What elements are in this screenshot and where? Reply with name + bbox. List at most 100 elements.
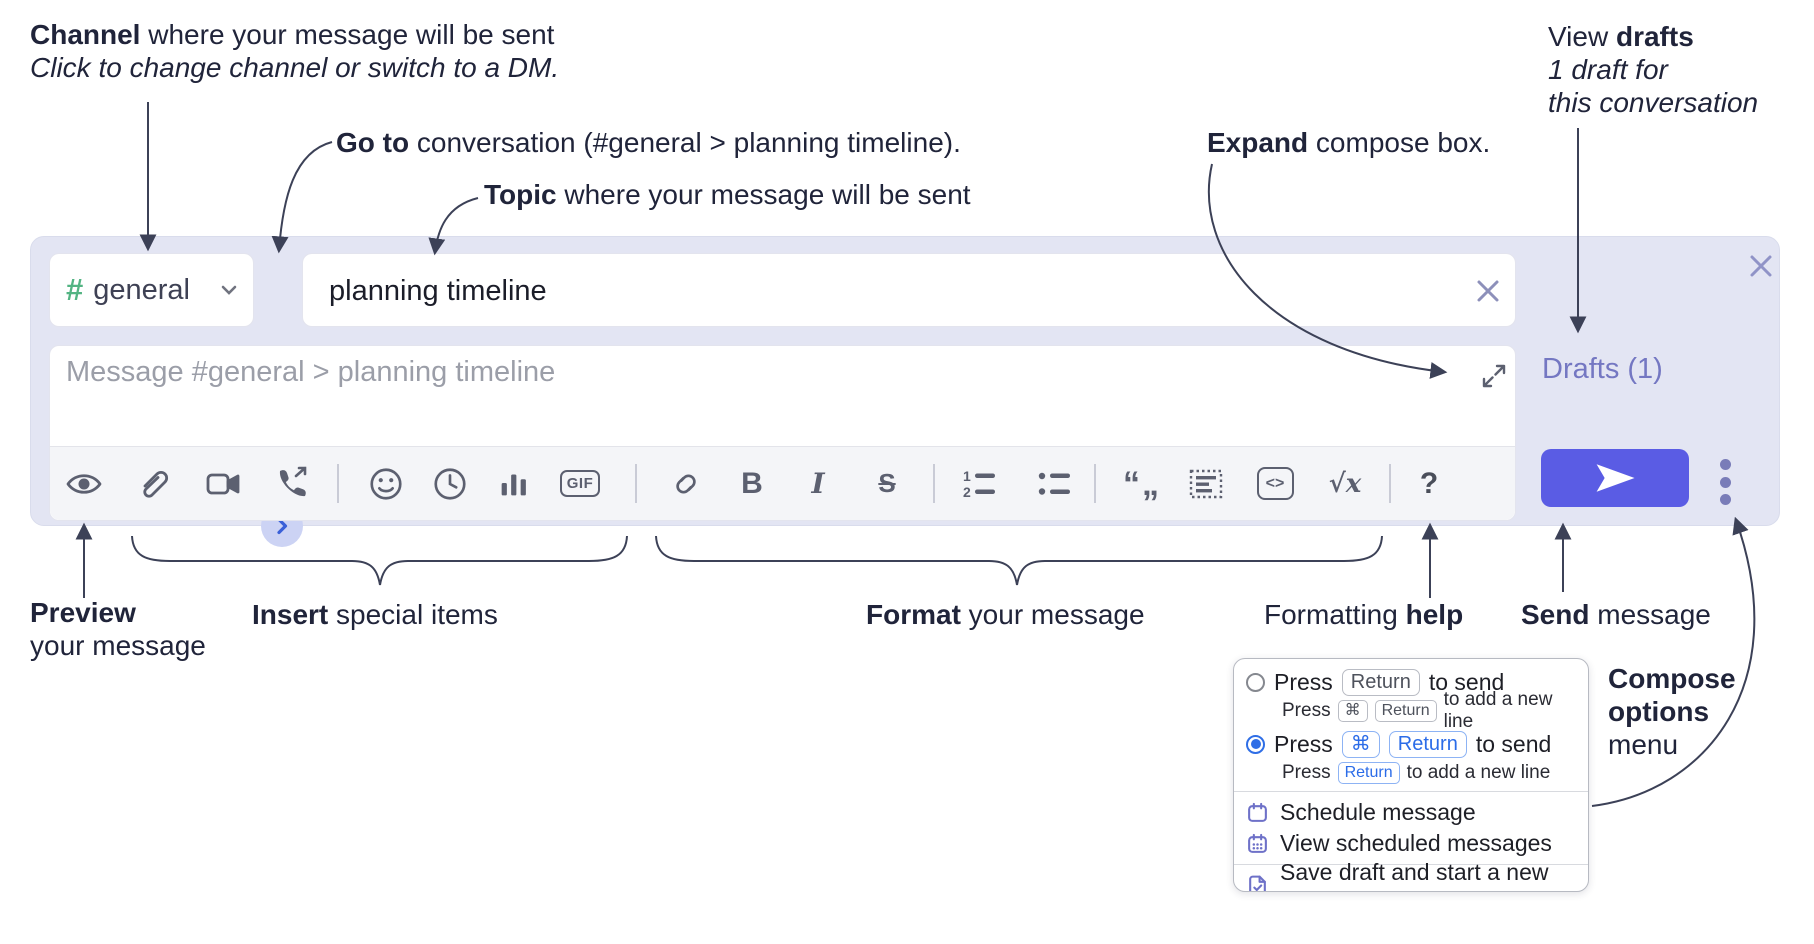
toolbar-divider: [635, 464, 637, 503]
toolbar-divider: [1389, 464, 1391, 503]
clear-topic-button[interactable]: [1472, 269, 1504, 313]
close-compose-button[interactable]: [1743, 248, 1779, 284]
popup-divider: [1234, 864, 1588, 865]
cmd-key: ⌘: [1341, 730, 1380, 758]
option-cmd-return-to-send[interactable]: Press ⌘ Return to send: [1246, 729, 1576, 759]
annotation-formatting-help: Formatting help: [1264, 599, 1464, 630]
svg-text:1: 1: [963, 468, 971, 484]
compose-options-menu-button[interactable]: [1703, 459, 1747, 505]
svg-text:2: 2: [963, 484, 971, 500]
chevron-down-icon: [219, 280, 239, 300]
annotation-compose-options: Compose options menu: [1608, 663, 1736, 760]
send-button[interactable]: [1541, 449, 1689, 507]
topic-input[interactable]: [327, 254, 1451, 328]
question-mark-icon: ?: [1419, 466, 1439, 500]
calendar-grid-icon: [1246, 832, 1269, 855]
spoiler-button[interactable]: [1184, 447, 1228, 520]
chevron-right-icon: [271, 515, 293, 537]
numbered-list-button[interactable]: 1 2: [958, 447, 1002, 520]
add-gif-button[interactable]: GIF: [558, 447, 602, 520]
drafts-link[interactable]: Drafts (1): [1542, 353, 1663, 385]
link-button[interactable]: [664, 447, 708, 520]
menu-item-schedule-message[interactable]: Schedule message: [1246, 797, 1576, 828]
add-poll-button[interactable]: [492, 447, 536, 520]
annotation-expand: Expand compose box.: [1207, 127, 1491, 158]
compose-options-popup: Press Return to send Press ⌘ Return to a…: [1233, 658, 1589, 892]
close-icon: [1750, 255, 1772, 277]
quote-button[interactable]: “„: [1120, 447, 1164, 520]
annotation-preview: Preview your message: [30, 597, 206, 661]
code-icon: <>: [1256, 467, 1294, 500]
link-icon: [676, 474, 696, 493]
annotation-channel-bold: Channel: [30, 19, 141, 50]
kebab-dot: [1719, 459, 1731, 470]
code-button[interactable]: <>: [1253, 447, 1297, 520]
video-camera-icon: [206, 473, 240, 494]
bulleted-list-icon: [1038, 472, 1070, 495]
preview-button[interactable]: [62, 447, 106, 520]
quote-icon: “„: [1123, 464, 1161, 503]
spoiler-icon: [1189, 469, 1223, 498]
menu-item-view-scheduled[interactable]: View scheduled messages: [1246, 828, 1576, 859]
italic-button[interactable]: I: [796, 447, 840, 520]
option-return-to-send-hint: Press ⌘ Return to add a new line: [1282, 689, 1553, 732]
annotation-goto: Go to conversation (#general > planning …: [336, 127, 961, 158]
compose-box: # general: [30, 236, 1780, 547]
return-key: Return: [1341, 668, 1420, 696]
annotation-channel-line2: Click to change channel or switch to a D…: [30, 52, 560, 83]
bold-icon: B: [741, 466, 763, 500]
channel-name: general: [93, 273, 190, 306]
return-key: Return: [1388, 730, 1467, 758]
arrow-goto: [271, 141, 333, 254]
audio-call-button[interactable]: [270, 447, 314, 520]
expand-compose-button[interactable]: [1479, 361, 1509, 391]
toolbar-divider: [337, 464, 339, 503]
emoji-button[interactable]: [364, 447, 408, 520]
smiley-icon: [370, 467, 402, 500]
annotation-view-drafts: View drafts 1 draft for this conversatio…: [1548, 21, 1759, 118]
formatting-help-button[interactable]: ?: [1407, 447, 1451, 520]
expand-icon: [1482, 364, 1506, 388]
math-icon: √x: [1328, 468, 1362, 499]
cmd-key: ⌘: [1337, 700, 1368, 722]
return-key: Return: [1337, 762, 1400, 784]
annotation-topic: Topic where your message will be sent: [484, 179, 971, 210]
numbered-list-icon: 1 2: [963, 468, 995, 500]
paperclip-icon: [143, 470, 169, 498]
math-button[interactable]: √x: [1323, 447, 1367, 520]
annotation-channel: Channel where your message will be sent …: [30, 19, 560, 83]
note-check-icon: [1246, 874, 1269, 891]
radio-unselected-icon[interactable]: [1246, 672, 1265, 692]
bulleted-list-button[interactable]: [1033, 447, 1077, 520]
return-key: Return: [1374, 700, 1437, 722]
eye-icon: [66, 473, 102, 494]
toolbar-divider: [1094, 464, 1096, 503]
global-time-button[interactable]: [428, 447, 472, 520]
clock-icon: [434, 467, 466, 500]
brace-insert: [131, 535, 628, 586]
strikethrough-icon: S: [878, 468, 896, 498]
kebab-dot: [1719, 476, 1731, 488]
option-return-to-send[interactable]: Press Return to send: [1246, 667, 1576, 697]
italic-icon: I: [811, 467, 825, 500]
channel-hash-icon: #: [66, 272, 84, 307]
annotation-format: Format your message: [866, 599, 1145, 630]
video-call-button[interactable]: [202, 447, 246, 520]
popup-divider: [1234, 791, 1588, 792]
gif-icon: GIF: [559, 470, 601, 497]
send-icon: [1596, 464, 1635, 492]
annotation-send: Send message: [1521, 599, 1711, 630]
brace-format: [655, 535, 1383, 586]
message-input[interactable]: [64, 354, 1448, 444]
radio-selected-icon[interactable]: [1246, 734, 1265, 754]
toolbar-divider: [933, 464, 935, 503]
calendar-icon: [1246, 801, 1269, 824]
bar-chart-icon: [501, 474, 526, 495]
topic-field: [302, 253, 1516, 328]
channel-selector[interactable]: # general: [49, 253, 254, 327]
strikethrough-button[interactable]: S: [865, 447, 909, 520]
menu-item-save-draft[interactable]: Save draft and start a new message: [1246, 859, 1576, 891]
attach-file-button[interactable]: [132, 447, 176, 520]
bold-button[interactable]: B: [730, 447, 774, 520]
